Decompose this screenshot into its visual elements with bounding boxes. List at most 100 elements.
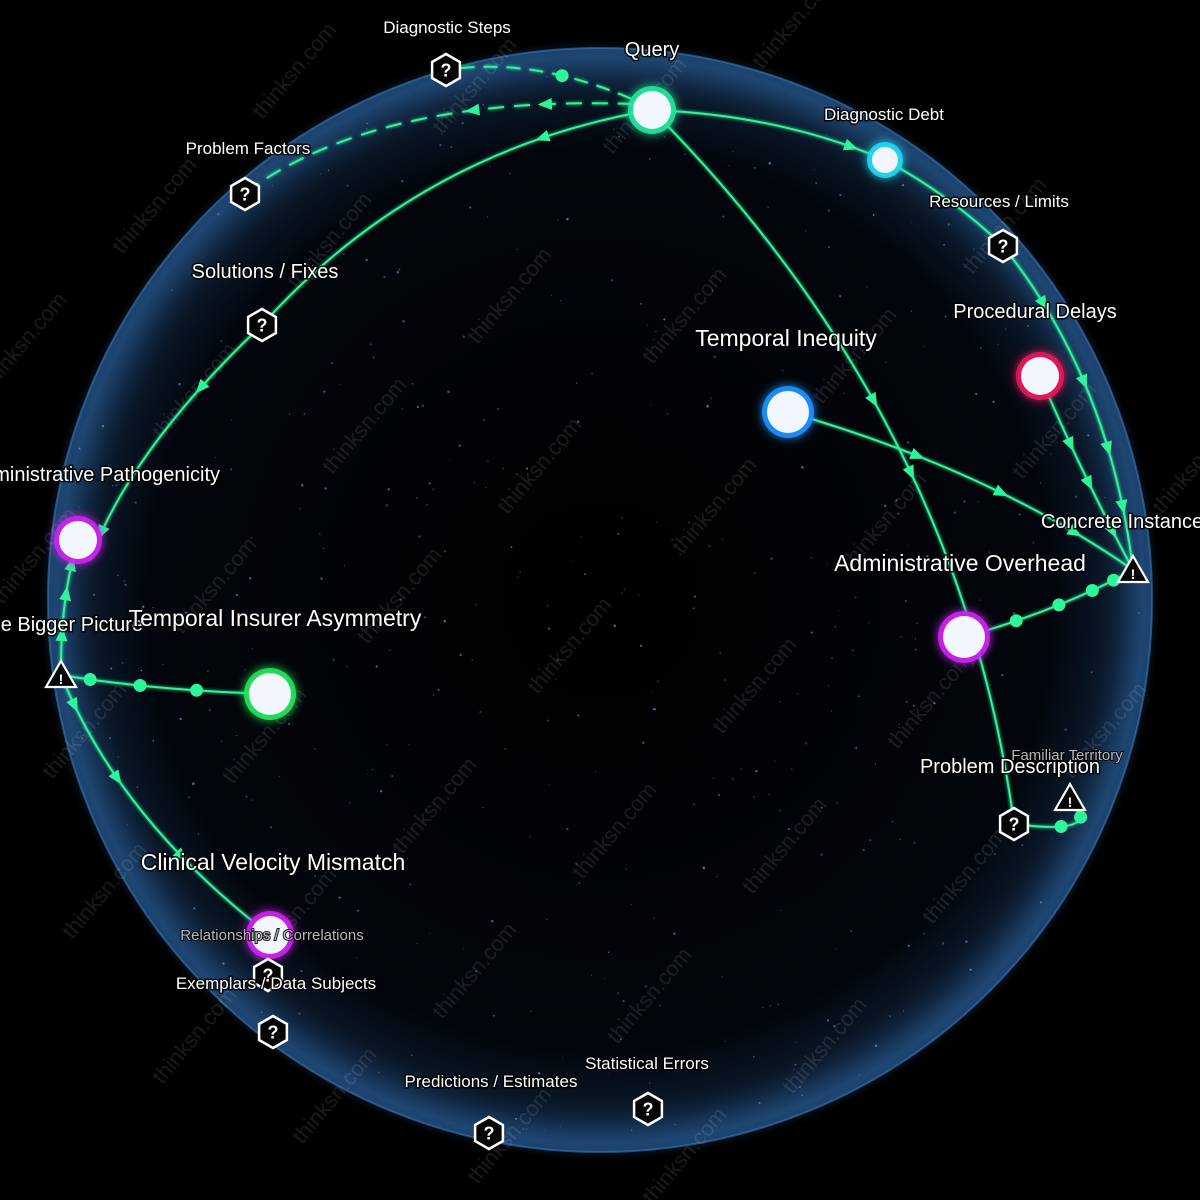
node-temporal-inequity[interactable] xyxy=(762,386,814,438)
edge-arrowhead xyxy=(1034,294,1048,310)
question-hexagon-icon xyxy=(257,1014,289,1050)
edge-temporal-inequity-concrete-instance xyxy=(787,411,1134,571)
edge-resources-concrete-instance xyxy=(1002,245,1134,571)
edge-arrowhead xyxy=(1104,522,1117,539)
edge-arrowhead xyxy=(1100,440,1112,456)
node-temporal-insurer-asymmetry[interactable] xyxy=(244,668,296,720)
exclamation-glyph: ! xyxy=(59,671,64,687)
node-core xyxy=(251,916,289,954)
node-solutions-fixes[interactable]: ? xyxy=(246,307,278,343)
node-layer: ????!!?????! xyxy=(44,52,1150,1151)
node-label-procedural-delays: Procedural Delays xyxy=(953,301,1116,323)
node-problem-factors[interactable]: ? xyxy=(229,176,261,212)
node-core xyxy=(633,91,671,129)
edge-bigger-picture-clinical-velocity xyxy=(60,674,271,936)
node-core xyxy=(1021,357,1059,395)
node-concrete-instance[interactable]: ! xyxy=(1116,553,1150,584)
node-clinical-velocity-mismatch[interactable] xyxy=(246,911,294,959)
question-hexagon-icon xyxy=(430,52,462,88)
edge-arrowhead xyxy=(865,391,878,408)
node-familiar-territory[interactable]: ! xyxy=(1053,781,1087,812)
watermark-text: thinksn.com xyxy=(747,0,842,73)
watermark-text: thinksn.com xyxy=(147,982,242,1088)
question-hexagon-icon xyxy=(632,1091,664,1127)
edge-dot xyxy=(190,683,204,697)
node-label-temporal-insurer-asymmetry: Temporal Insurer Asymmetry xyxy=(129,605,422,631)
node-procedural-delays[interactable] xyxy=(1016,352,1064,400)
edge-arrowhead xyxy=(1066,524,1082,537)
node-label-temporal-inequity: Temporal Inequity xyxy=(695,325,877,351)
question-mark-glyph: ? xyxy=(268,1023,279,1043)
edge-arrowhead xyxy=(842,138,859,151)
node-core xyxy=(872,147,898,173)
edge-query-problem-factors xyxy=(245,102,635,193)
watermark-text: thinksn.com xyxy=(247,17,342,123)
edge-arrowhead xyxy=(108,769,122,785)
node-statistical-errors[interactable]: ? xyxy=(632,1091,664,1127)
node-label-administrative-overhead: Administrative Overhead xyxy=(834,550,1086,576)
question-mark-glyph: ? xyxy=(484,1124,495,1144)
edge-insurer-asymmetry-bigger-picture xyxy=(60,674,271,695)
node-exemplars-data-subjects[interactable]: ? xyxy=(257,1014,289,1050)
warning-triangle-icon xyxy=(1053,781,1087,812)
node-diagnostic-debt[interactable] xyxy=(867,142,903,178)
node-label-exemplars-data-subjects: Exemplars / Data Subjects xyxy=(176,974,376,993)
watermark-text: thinksn.com xyxy=(1147,412,1200,518)
edge-dot xyxy=(1054,820,1068,833)
edge-arrowhead xyxy=(66,696,78,713)
edge-query-diagnostic-steps xyxy=(445,65,653,109)
question-hexagon-icon xyxy=(246,307,278,343)
warning-triangle-icon xyxy=(44,658,78,689)
node-resources-limits[interactable]: ? xyxy=(987,228,1019,264)
node-label-resources-limits: Resources / Limits xyxy=(929,192,1069,211)
exclamation-glyph: ! xyxy=(1131,566,1136,582)
node-administrative-overhead[interactable] xyxy=(938,611,990,663)
node-administrative-pathogenicity[interactable] xyxy=(54,516,102,564)
node-the-bigger-picture[interactable]: ! xyxy=(44,658,78,689)
question-mark-glyph: ? xyxy=(257,316,268,336)
question-hexagon-icon xyxy=(473,1115,505,1151)
edge-arrowhead xyxy=(535,129,551,142)
edge-marker-layer xyxy=(55,69,1128,862)
node-core xyxy=(943,616,985,658)
node-query[interactable] xyxy=(628,86,676,134)
question-hexagon-icon xyxy=(987,228,1019,264)
question-mark-glyph: ? xyxy=(263,966,274,986)
edge-arrowhead xyxy=(1080,474,1093,490)
edge-dot xyxy=(83,673,97,686)
node-core xyxy=(767,391,809,433)
edge-query-problem-description xyxy=(651,109,1015,825)
edge-dot xyxy=(133,679,147,692)
question-mark-glyph: ? xyxy=(998,237,1009,257)
edge-arrowhead xyxy=(55,627,68,642)
star-field xyxy=(64,76,1140,1131)
node-label-the-bigger-picture: The Bigger Picture xyxy=(0,614,143,636)
node-label-solutions-fixes: Solutions / Fixes xyxy=(192,261,339,283)
question-hexagon-icon xyxy=(252,957,284,993)
edge-arrowhead xyxy=(172,847,187,862)
node-label-diagnostic-debt: Diagnostic Debt xyxy=(824,105,944,124)
node-label-diagnostic-steps: Diagnostic Steps xyxy=(383,18,511,37)
edge-dot xyxy=(1009,614,1023,628)
edge-dot xyxy=(1052,598,1066,612)
node-relationships-correlations[interactable]: ? xyxy=(252,957,284,993)
edge-arrowhead xyxy=(59,586,72,602)
node-label-familiar-territory: Familiar Territory xyxy=(1011,747,1123,764)
question-mark-glyph: ? xyxy=(1009,815,1020,835)
question-mark-glyph: ? xyxy=(643,1100,654,1120)
node-label-concrete-instance: Concrete Instance xyxy=(1041,511,1200,533)
edge-arrowhead xyxy=(902,464,915,480)
node-diagnostic-steps[interactable]: ? xyxy=(430,52,462,88)
node-problem-description[interactable]: ? xyxy=(998,806,1030,842)
node-label-statistical-errors: Statistical Errors xyxy=(585,1054,709,1073)
node-predictions-estimates[interactable]: ? xyxy=(473,1115,505,1151)
question-mark-glyph: ? xyxy=(441,61,452,81)
node-core xyxy=(59,521,97,559)
exclamation-glyph: ! xyxy=(1068,794,1073,810)
watermark-text: thinksn.com xyxy=(0,287,72,393)
edge-arrowhead xyxy=(1062,435,1074,452)
edge-arrowhead xyxy=(1115,499,1128,515)
edge-dot xyxy=(1074,810,1088,824)
